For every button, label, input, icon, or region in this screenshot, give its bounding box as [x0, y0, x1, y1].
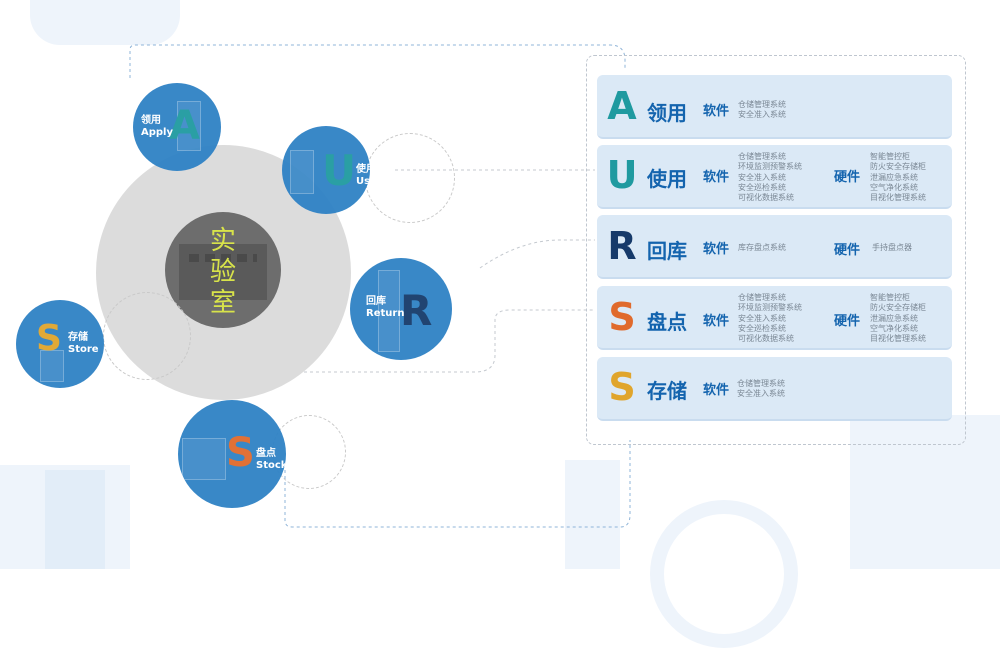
row-return-hardware-heading: 硬件 [834, 243, 861, 258]
ghost-circle-store [103, 292, 191, 380]
use-label: 使用 Use [356, 164, 370, 187]
row-use-letter-icon: U [606, 153, 638, 197]
row-apply-software-heading: 软件 [703, 104, 730, 119]
row-return-letter-icon: R [607, 224, 637, 268]
use-letter-icon: U [322, 146, 357, 195]
row-stocktaking-title: 盘点 [647, 310, 687, 334]
row-stocktaking-hardware-heading: 硬件 [834, 314, 861, 329]
connector-return [479, 239, 595, 269]
return-letter-icon: R [400, 286, 433, 335]
node-return[interactable]: R 回库 Return [350, 258, 452, 360]
ghost-circle-use [365, 133, 455, 223]
node-stocktaking[interactable]: S 盘点 Stocktaking [178, 400, 286, 508]
bg-deco-bottom-left-block [45, 470, 105, 569]
connector-lines [129, 44, 631, 528]
bg-deco-top-left [30, 0, 180, 45]
row-store-title: 存储 [647, 379, 687, 403]
use-illustration [290, 150, 314, 194]
store-label: 存储 Store [68, 332, 99, 355]
row-use-hardware-heading: 硬件 [834, 170, 861, 185]
row-apply[interactable]: A 领用 软件 仓储管理系统 安全准入系统 [597, 75, 952, 139]
node-use[interactable]: U 使用 Use [282, 126, 370, 214]
row-stocktaking-hardware-list: 智能管控柜 防火安全存储柜 泄漏应急系统 空气净化系统 目视化管理系统 [870, 293, 926, 344]
row-return-title: 回库 [647, 239, 687, 263]
lab-label: 实 验 室 [209, 226, 236, 318]
row-use-hardware-list: 智能管控柜 防火安全存储柜 泄漏应急系统 空气净化系统 目视化管理系统 [870, 152, 926, 203]
store-letter-icon: S [36, 318, 62, 359]
apply-letter-icon: A [169, 103, 200, 149]
row-use-software-list: 仓储管理系统 环境监测预警系统 安全准入系统 安全巡检系统 可视化数据系统 [738, 152, 802, 203]
apply-label: 领用 Apply [141, 115, 174, 138]
connector-store [190, 309, 595, 373]
row-store[interactable]: S 存储 软件 仓储管理系统 安全准入系统 [597, 357, 952, 421]
row-stocktaking[interactable]: S 盘点 软件 仓储管理系统 环境监测预警系统 安全准入系统 安全巡检系统 可视… [597, 286, 952, 350]
lab-building-icon [179, 244, 267, 300]
row-stocktaking-letter-icon: S [608, 295, 636, 339]
row-apply-letter-icon: A [607, 84, 637, 128]
row-return-software-heading: 软件 [703, 242, 730, 257]
return-label: 回库 Return [366, 296, 405, 319]
row-store-software-heading: 软件 [703, 383, 730, 398]
row-use-title: 使用 [647, 167, 687, 191]
row-stocktaking-software-heading: 软件 [703, 314, 730, 329]
row-use-software-heading: 软件 [703, 170, 730, 185]
systems-panel [586, 55, 966, 445]
row-stocktaking-software-list: 仓储管理系统 环境监测预警系统 安全准入系统 安全巡检系统 可视化数据系统 [738, 293, 802, 344]
connector-apply [129, 44, 626, 78]
lab-circle: 实 验 室 [165, 212, 281, 328]
connector-stocktaking [284, 440, 631, 528]
row-return-software-list: 库存盘点系统 [738, 243, 786, 252]
row-return-hardware-list: 手持盘点器 [872, 243, 912, 252]
store-illustration [40, 350, 64, 382]
row-return[interactable]: R 回库 软件 库存盘点系统 硬件 手持盘点器 [597, 215, 952, 279]
apply-illustration [177, 101, 201, 151]
return-illustration [378, 270, 400, 352]
stocktaking-illustration [182, 438, 226, 480]
stocktaking-letter-icon: S [226, 430, 255, 476]
row-store-software-list: 仓储管理系统 安全准入系统 [737, 379, 785, 399]
node-store[interactable]: S 存储 Store [16, 300, 104, 388]
bg-deco-bottom-center [565, 460, 620, 569]
row-apply-title: 领用 [647, 101, 687, 125]
stocktaking-label: 盘点 Stocktaking [256, 448, 286, 471]
node-apply[interactable]: A 领用 Apply [133, 83, 221, 171]
row-apply-software-list: 仓储管理系统 安全准入系统 [738, 100, 786, 120]
bg-deco-bottom-right [850, 415, 1000, 569]
row-use[interactable]: U 使用 软件 仓储管理系统 环境监测预警系统 安全准入系统 安全巡检系统 可视… [597, 145, 952, 209]
row-store-letter-icon: S [608, 365, 636, 409]
